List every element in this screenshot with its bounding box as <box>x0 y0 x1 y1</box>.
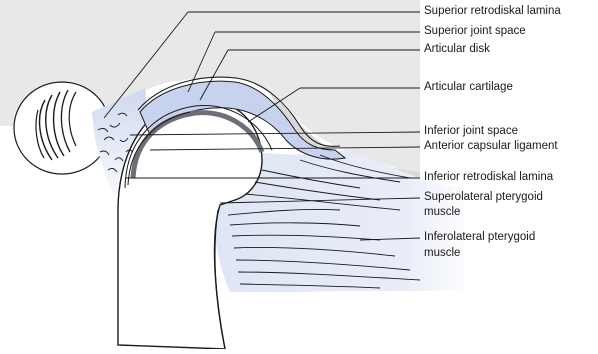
label-articular-cartilage: Articular cartilage <box>424 81 513 94</box>
label-inferolateral-pterygoid: Inferolateral pterygoid <box>424 231 535 244</box>
label-articular-disk: Articular disk <box>424 43 490 56</box>
label-anterior-capsular-ligament: Anterior capsular ligament <box>424 140 558 153</box>
label-superolateral-pterygoid-muscle: muscle <box>424 206 460 219</box>
label-superior-retrodiskal-lamina: Superior retrodiskal lamina <box>424 5 561 18</box>
label-inferior-joint-space: Inferior joint space <box>424 125 518 138</box>
label-inferior-retrodiskal-lamina: Inferior retrodiskal lamina <box>424 171 553 184</box>
label-superolateral-pterygoid: Superolateral pterygoid <box>424 191 543 204</box>
label-superior-joint-space: Superior joint space <box>424 25 526 38</box>
label-inferolateral-pterygoid-muscle: muscle <box>424 247 460 260</box>
